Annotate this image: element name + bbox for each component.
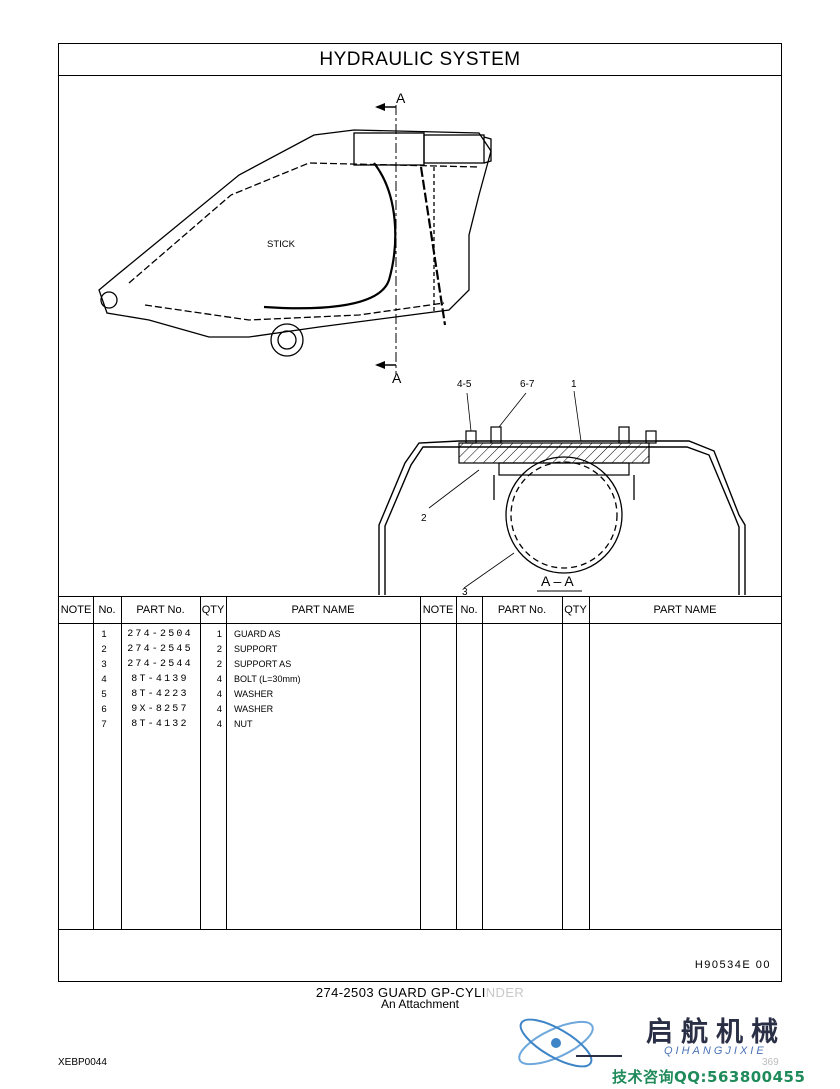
table-top-rule — [59, 596, 781, 597]
row-part-name: GUARD AS — [234, 629, 281, 639]
row-qty: 4 — [216, 674, 222, 685]
leader-lines — [428, 390, 582, 589]
divider — [562, 596, 563, 929]
parts-sheet-frame: HYDRAULIC SYSTEM — [58, 43, 782, 982]
row-part-name: WASHER — [234, 689, 274, 699]
row-part-name: NUT — [234, 719, 253, 729]
col-note-right: NOTE — [420, 596, 456, 624]
drawing-svg: A A STICK — [98, 90, 746, 598]
row-part-no: 8T-4132 — [131, 719, 189, 730]
row-no: 2 — [101, 644, 107, 655]
row-qty: 4 — [216, 719, 222, 730]
watermark-contact: 技术咨询QQ:563800455 — [612, 1068, 806, 1086]
row-part-no: 9X-8257 — [131, 704, 189, 715]
col-part-no-right: PART No. — [482, 596, 562, 624]
callout-3: 3 — [462, 587, 468, 595]
sheet-code: XEBP0044 — [58, 1057, 107, 1068]
logo-icon — [518, 1018, 622, 1068]
guard-plate — [458, 442, 650, 476]
row-part-name: BOLT (L=30mm) — [234, 674, 301, 684]
divider — [226, 596, 227, 929]
page-title: HYDRAULIC SYSTEM — [59, 44, 781, 76]
row-part-name: WASHER — [234, 704, 274, 714]
row-part-no: 274-2504 — [127, 629, 193, 640]
watermark-page-number: 369 — [762, 1057, 779, 1068]
watermark-logo: 启航机械 QIHANGJIXIE — [514, 1008, 814, 1083]
col-no-right: No. — [456, 596, 482, 624]
divider — [420, 596, 421, 929]
figure-caption: 274-2503 GUARD GP-CYLINDER An Attachment — [0, 985, 840, 1011]
row-part-no: 274-2544 — [127, 659, 193, 670]
divider — [589, 596, 590, 929]
divider — [93, 596, 94, 929]
row-no: 7 — [101, 719, 107, 730]
watermark-en: QIHANGJIXIE — [664, 1045, 767, 1057]
col-qty-right: QTY — [562, 596, 589, 624]
section-detail — [378, 440, 746, 595]
row-part-no: 8T-4139 — [131, 674, 189, 685]
row-no: 4 — [101, 674, 107, 685]
section-mark-top: A — [396, 90, 406, 106]
label-stick: STICK — [267, 239, 296, 250]
row-no: 3 — [101, 659, 107, 670]
callout-4-5: 4-5 — [457, 379, 472, 390]
drawing-code: H90534E 00 — [694, 959, 771, 971]
row-part-no: 274-2545 — [127, 644, 193, 655]
row-part-no: 8T-4223 — [131, 689, 189, 700]
divider — [200, 596, 201, 929]
stick-outline — [98, 129, 492, 338]
footer-rule — [59, 929, 781, 930]
row-no: 5 — [101, 689, 107, 700]
parts-table: NOTE No. PART No. QTY PART NAME NOTE No.… — [59, 596, 781, 982]
row-qty: 2 — [216, 644, 222, 655]
callout-1: 1 — [571, 379, 577, 390]
caption-main: 274-2503 GUARD GP-CYLINDER — [0, 985, 840, 1000]
row-qty: 1 — [216, 629, 222, 640]
row-qty: 2 — [216, 659, 222, 670]
row-no: 6 — [101, 704, 107, 715]
section-title: A – A — [541, 573, 574, 589]
col-note: NOTE — [59, 596, 93, 624]
callout-2: 2 — [421, 513, 427, 524]
col-no: No. — [93, 596, 121, 624]
cylinder-support — [493, 456, 635, 574]
pivot-boss — [100, 291, 304, 357]
cylinder-head — [353, 132, 492, 166]
row-qty: 4 — [216, 689, 222, 700]
row-part-name: SUPPORT — [234, 644, 278, 654]
caption-main-faded: NDER — [485, 985, 525, 1000]
section-mark-bottom: A — [392, 370, 402, 386]
section-arrows — [375, 103, 396, 369]
col-qty: QTY — [200, 596, 226, 624]
col-part-no: PART No. — [121, 596, 200, 624]
caption-sub: An Attachment — [380, 997, 460, 1011]
caption-main-text: 274-2503 GUARD GP-CYLI — [315, 985, 486, 1000]
row-qty: 4 — [216, 704, 222, 715]
hydraulic-hose — [263, 162, 397, 310]
divider — [121, 596, 122, 929]
row-part-name: SUPPORT AS — [234, 659, 292, 669]
watermark-cn: 启航机械 — [646, 1017, 786, 1048]
divider — [482, 596, 483, 929]
technical-drawing: A A STICK — [59, 75, 781, 598]
divider — [456, 596, 457, 929]
row-no: 1 — [101, 629, 107, 640]
col-part-name-right: PART NAME — [589, 596, 781, 624]
col-part-name: PART NAME — [226, 596, 420, 624]
callout-6-7: 6-7 — [520, 379, 535, 390]
